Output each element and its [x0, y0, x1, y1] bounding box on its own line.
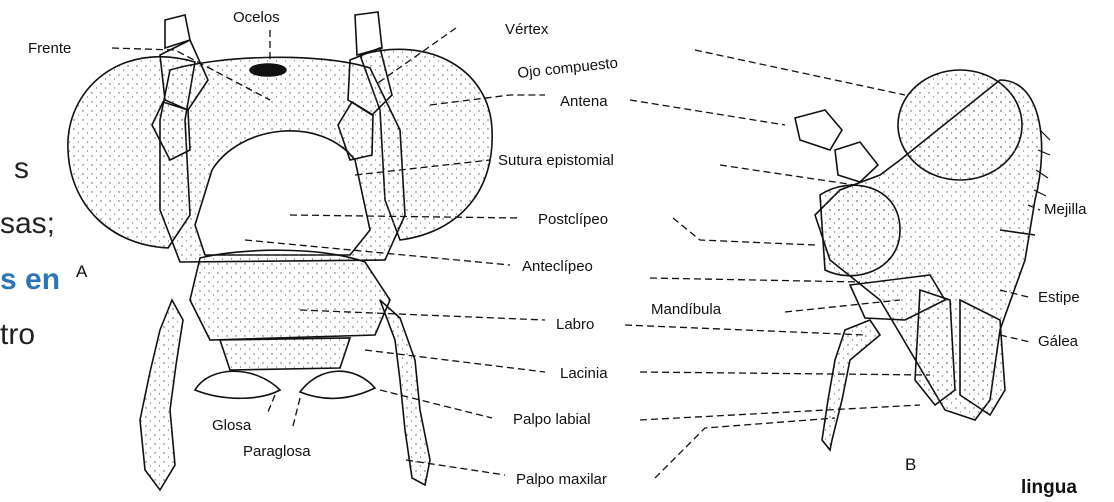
label-glosa: Glosa — [212, 417, 252, 434]
label-ocelos: Ocelos — [233, 9, 280, 26]
head-a-drawing — [68, 12, 492, 490]
label-anteclipeo: Anteclípeo — [522, 258, 593, 275]
label-vertex: Vértex — [505, 21, 549, 38]
label-labro: Labro — [556, 316, 594, 333]
label-frente: Frente — [28, 40, 71, 57]
label-postclipeo: Postclípeo — [538, 211, 608, 228]
label-ojo-compuesto: Ojo compuesto — [517, 55, 619, 82]
label-antena: Antena — [560, 93, 608, 110]
label-palpo-labial: Palpo labial — [513, 411, 591, 428]
label-panel-a: A — [76, 262, 88, 281]
label-galea: Gálea — [1038, 333, 1079, 350]
label-paraglosa: Paraglosa — [243, 443, 311, 460]
label-mandibula: Mandíbula — [651, 301, 722, 318]
label-estipe: Estipe — [1038, 289, 1080, 306]
head-b-drawing — [795, 70, 1050, 450]
label-palpo-maxilar: Palpo maxilar — [516, 471, 607, 488]
label-panel-b: B — [905, 455, 916, 474]
bottom-word: lingua — [1021, 477, 1077, 499]
label-sutura-epistomial: Sutura epistomial — [498, 152, 614, 169]
label-lacinia: Lacinia — [560, 365, 608, 382]
label-mejilla: Mejilla — [1044, 201, 1087, 218]
